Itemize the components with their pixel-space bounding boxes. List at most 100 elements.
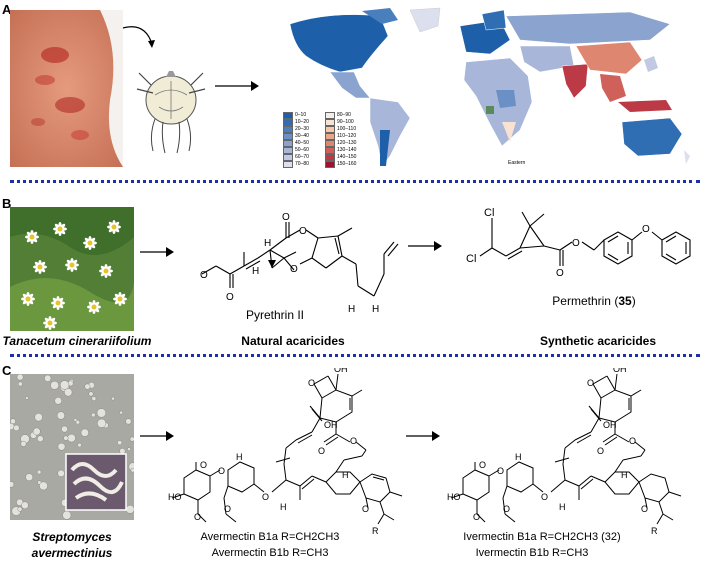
- hydrogen-label: H: [252, 266, 259, 277]
- oxygen-label: O: [556, 268, 564, 279]
- oxygen-label: O: [503, 504, 510, 514]
- panel-a-letter: A: [2, 2, 12, 17]
- legend-item: 110–120: [325, 133, 367, 140]
- legend-label: 50–60: [295, 147, 309, 153]
- oxygen-label: O: [218, 466, 225, 476]
- legend-item: 60–70: [283, 154, 325, 161]
- oxygen-label: O: [224, 504, 231, 514]
- legend-swatch: [325, 133, 335, 140]
- oxygen-label: O: [308, 378, 315, 388]
- oxygen-label: O: [597, 446, 604, 456]
- panel-c-letter: C: [2, 363, 12, 378]
- hydrogen-label: H: [559, 502, 566, 512]
- oxygen-label: O: [541, 492, 548, 502]
- oxygen-label: O: [290, 264, 298, 275]
- legend-item: 40–50: [283, 140, 325, 147]
- legend-label: 120–130: [337, 140, 357, 146]
- arrow-icon: [408, 241, 442, 251]
- oxygen-label: O: [479, 460, 486, 470]
- legend-swatch: [283, 147, 293, 154]
- hydrogen-label: H: [264, 238, 271, 249]
- oxygen-label: O: [497, 466, 504, 476]
- legend-label: 130–140: [337, 147, 357, 153]
- permethrin-label: Permethrin (35): [534, 294, 654, 308]
- legend-label: 80–90: [337, 112, 351, 118]
- hydroxyl-label: OH: [324, 420, 338, 430]
- hydrogen-label: H: [342, 470, 349, 480]
- legend-item: 50–60: [283, 147, 325, 154]
- arrow-icon: [215, 81, 259, 91]
- oxygen-label: O: [282, 212, 290, 223]
- ivermectin-b1b-label: Ivermectin B1b R=CH3: [475, 547, 589, 559]
- legend-swatch: [283, 161, 293, 168]
- avermectin-structure: HO O O O O O H H OH OH O O O O H R: [168, 368, 403, 536]
- world-prevalence-map: [270, 6, 702, 174]
- legend-item: 120–130: [325, 140, 367, 147]
- arrow-icon: [140, 431, 174, 441]
- hydrogen-label: H: [621, 470, 628, 480]
- legend-swatch: [325, 154, 335, 161]
- legend-swatch: [325, 126, 335, 133]
- hydroxyl-label: HO: [168, 492, 182, 502]
- ivermectin-b1a-label: Ivermectin B1a R=CH2CH3 (32): [463, 531, 621, 543]
- ivermectin-structure: HO O O O O O H H OH OH O O O O H R: [447, 368, 682, 536]
- legend-item: 140–150: [325, 154, 367, 161]
- legend-label: 150–160: [337, 161, 357, 167]
- avermectin-b1a-label: Avermectin B1a R=CH2CH3: [200, 531, 340, 543]
- organism-name-line2: avermectinius: [31, 546, 113, 560]
- hydroxyl-label: OH: [603, 420, 617, 430]
- oxygen-label: O: [262, 492, 269, 502]
- legend-item: 80–90: [325, 112, 367, 119]
- curved-arrow-icon: [122, 26, 155, 48]
- hydroxyl-label: OH: [613, 368, 627, 374]
- panel-divider-2: [10, 354, 700, 357]
- legend-swatch: [325, 119, 335, 126]
- hydrogen-label: H: [280, 502, 287, 512]
- oxygen-label: O: [200, 270, 208, 281]
- legend-item: 150–160: [325, 161, 367, 168]
- oxygen-label: O: [226, 292, 234, 303]
- pyrethrin-label: Pyrethrin II: [245, 308, 305, 322]
- legend-label: 110–120: [337, 133, 357, 139]
- legend-swatch: [325, 147, 335, 154]
- hydrogen-label: H: [515, 452, 522, 462]
- oxygen-label: O: [299, 226, 307, 237]
- r-group-label: R: [651, 526, 658, 536]
- legend-swatch: [283, 140, 293, 147]
- legend-item: 30–40: [283, 133, 325, 140]
- avermectin-b1b-label: Avermectin B1b R=CH3: [211, 547, 329, 559]
- oxygen-label: O: [318, 446, 325, 456]
- hydrogen-label: H: [236, 452, 243, 462]
- legend-label: 10–20: [295, 119, 309, 125]
- legend-item: 0–10: [283, 112, 325, 119]
- legend-label: 140–150: [337, 154, 357, 160]
- hydrogen-label: H: [348, 304, 355, 315]
- hydroxyl-label: HO: [447, 492, 461, 502]
- organism-name-line1: Streptomyces: [32, 530, 112, 544]
- legend-swatch: [325, 112, 335, 119]
- legend-label: 40–50: [295, 140, 309, 146]
- chlorine-label: Cl: [466, 253, 476, 265]
- legend-label: 30–40: [295, 133, 309, 139]
- permethrin-number: 35: [618, 294, 632, 308]
- oxygen-label: O: [629, 436, 636, 446]
- arrow-icon: [406, 431, 440, 441]
- map-label: Eastern: [508, 160, 526, 166]
- oxygen-label: O: [473, 512, 480, 522]
- oxygen-label: O: [587, 378, 594, 388]
- legend-label: 100–110: [337, 126, 357, 132]
- legend-item: 130–140: [325, 147, 367, 154]
- oxygen-label: O: [350, 436, 357, 446]
- legend-item: 100–110: [325, 126, 367, 133]
- legend-item: 10–20: [283, 119, 325, 126]
- pyrethrin-ii-structure: O O O O O H H H H: [200, 212, 399, 315]
- oxygen-label: O: [641, 504, 648, 514]
- legend-label: 0–10: [295, 112, 307, 118]
- natural-acaricides-caption: Natural acaricides: [241, 334, 345, 348]
- legend-swatch: [283, 154, 293, 161]
- oxygen-label: O: [572, 238, 580, 249]
- permethrin-structure: Cl Cl O O O: [466, 207, 691, 279]
- oxygen-label: O: [362, 504, 369, 514]
- legend-swatch: [283, 112, 293, 119]
